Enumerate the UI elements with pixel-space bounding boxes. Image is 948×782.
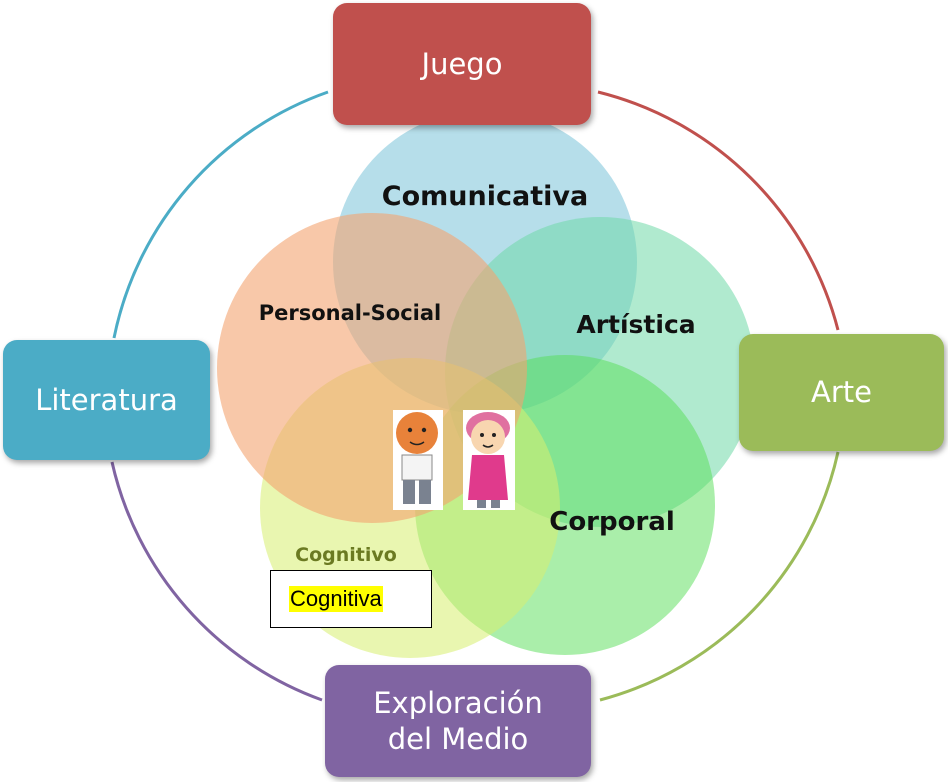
exploracion-box: Exploración del Medio: [325, 665, 591, 777]
ring-arc-right-bottom: [599, 451, 840, 702]
arte-label: Arte: [811, 375, 872, 410]
label-personal-social: Personal-Social: [259, 301, 442, 325]
juego-box: Juego: [333, 3, 591, 125]
label-artistica: Artística: [576, 310, 695, 339]
exploracion-label-line2: del Medio: [387, 722, 529, 756]
circle-personal-social: [217, 213, 527, 523]
ring-arc-top-right: [597, 90, 840, 331]
juego-label: Juego: [421, 46, 503, 81]
literatura-box: Literatura: [3, 340, 210, 460]
ring-arc-left-top: [112, 90, 329, 339]
girl-figure: [463, 410, 515, 510]
cognitiva-annotation-label: Cognitiva: [289, 586, 383, 612]
literatura-label: Literatura: [35, 382, 178, 417]
ring-arc-bottom-left: [110, 461, 323, 702]
cognitiva-annotation-box: Cognitiva: [270, 570, 432, 628]
boy-figure: [393, 410, 443, 510]
exploracion-label-line1: Exploración: [373, 685, 543, 720]
label-comunicativa: Comunicativa: [382, 181, 588, 212]
label-corporal: Corporal: [549, 507, 675, 537]
label-cognitivo: Cognitivo: [295, 544, 397, 566]
arte-box: Arte: [739, 334, 944, 451]
